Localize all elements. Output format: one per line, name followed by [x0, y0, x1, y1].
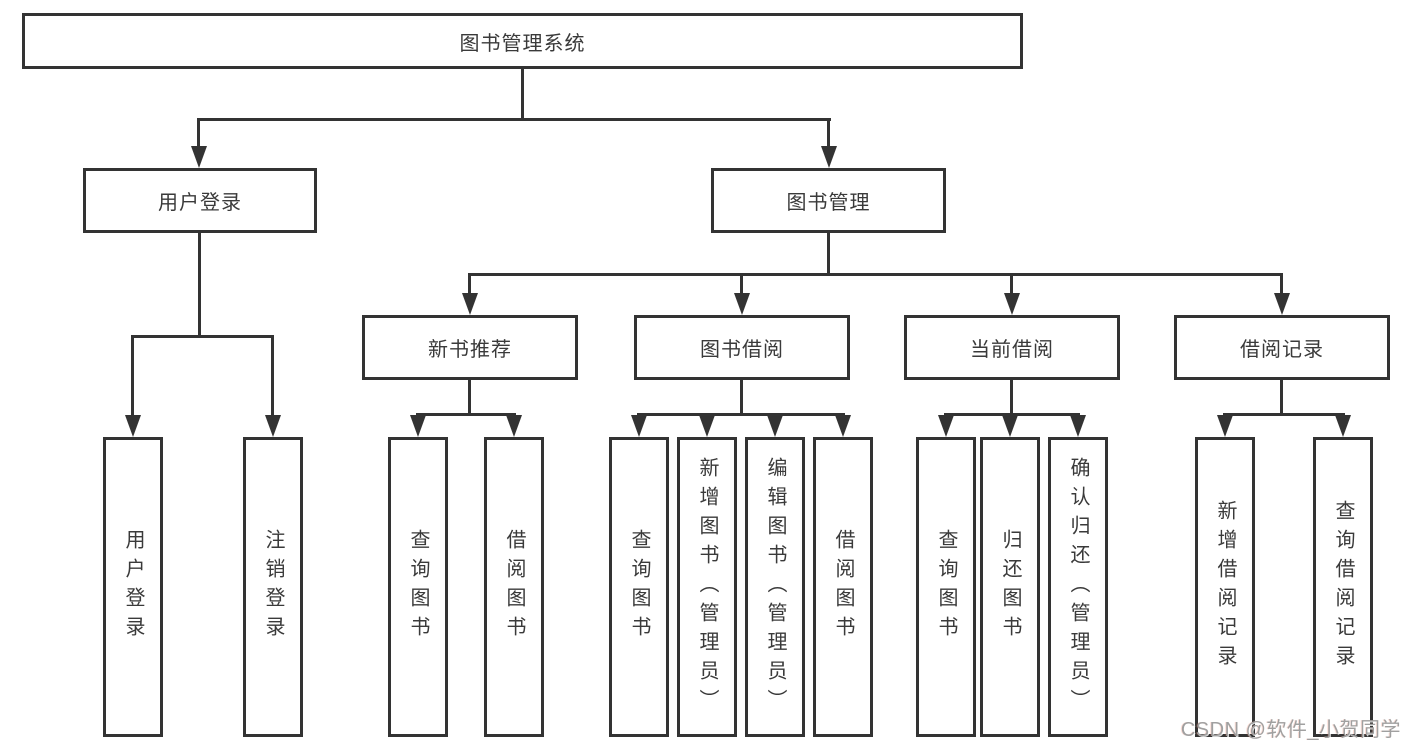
leaf-label: 确认归还（管理员）	[1067, 456, 1089, 718]
node-label: 新书推荐	[428, 339, 512, 361]
arrow-to-current-borrowing	[1004, 293, 1020, 315]
connector-stem	[1010, 380, 1013, 413]
arrow-to-leaf	[410, 415, 426, 437]
connector-leaf-drop	[131, 335, 134, 417]
leaf-label: 用户登录	[122, 529, 144, 645]
arrow-to-leaf	[1217, 415, 1233, 437]
leaf-borrow-books: 借阅图书	[813, 437, 873, 737]
arrow-to-new-book-recommend	[462, 293, 478, 315]
leaf-add-book-admin: 新增图书（管理员）	[677, 437, 737, 737]
connector-root-stem	[521, 69, 524, 118]
leaf-label: 借阅图书	[503, 529, 525, 645]
arrow-to-leaf	[1002, 415, 1018, 437]
leaf-label: 新增借阅记录	[1214, 500, 1236, 674]
node-label: 图书管理系统	[459, 32, 586, 55]
arrow-to-borrowing-records	[1274, 293, 1290, 315]
arrow-to-leaf	[835, 415, 851, 437]
node-label: 图书借阅	[700, 339, 784, 361]
connector-stem	[1280, 380, 1283, 413]
leaf-label: 编辑图书（管理员）	[764, 456, 786, 718]
node-book-borrowing: 图书借阅	[634, 315, 850, 380]
node-user-login: 用户登录	[83, 168, 317, 233]
connector-book-management-stem	[827, 233, 830, 273]
leaf-query-borrow-record: 查询借阅记录	[1313, 437, 1373, 737]
node-new-book-recommend: 新书推荐	[362, 315, 578, 380]
connector-user-login-stem	[198, 233, 201, 336]
leaf-label: 查询图书	[628, 529, 650, 645]
node-label: 用户登录	[158, 192, 242, 214]
leaf-label: 借阅图书	[832, 529, 854, 645]
connector-rail	[416, 413, 516, 416]
leaf-query-books-recommend: 查询图书	[388, 437, 448, 737]
arrow-to-leaf-user-login	[125, 415, 141, 437]
connector-book-management-drop	[827, 118, 830, 150]
leaf-borrow-books-recommend: 借阅图书	[484, 437, 544, 737]
node-book-management: 图书管理	[711, 168, 946, 233]
connector-level3-drop	[1280, 273, 1283, 299]
arrow-to-leaf	[767, 415, 783, 437]
leaf-label: 查询图书	[407, 529, 429, 645]
connector-user-login-drop	[197, 118, 200, 150]
connector-level3-rail	[468, 273, 1283, 276]
node-library-management-system: 图书管理系统	[22, 13, 1023, 69]
arrow-to-leaf-logout	[265, 415, 281, 437]
leaf-logout: 注销登录	[243, 437, 303, 737]
leaf-edit-book-admin: 编辑图书（管理员）	[745, 437, 805, 737]
leaf-query-books-current: 查询图书	[916, 437, 976, 737]
leaf-query-books-borrowing: 查询图书	[609, 437, 669, 737]
arrow-to-leaf	[699, 415, 715, 437]
node-label: 当前借阅	[970, 339, 1054, 361]
node-label: 图书管理	[786, 192, 871, 214]
arrow-to-book-management	[821, 146, 837, 168]
arrow-to-leaf	[1335, 415, 1351, 437]
leaf-label: 查询图书	[935, 529, 957, 645]
arrow-to-book-borrowing	[734, 293, 750, 315]
leaf-user-login: 用户登录	[103, 437, 163, 737]
arrow-to-user-login	[191, 146, 207, 168]
csdn-watermark: CSDN @软件_小贺同学	[1180, 719, 1401, 741]
leaf-add-borrow-record: 新增借阅记录	[1195, 437, 1255, 737]
leaf-label: 新增图书（管理员）	[696, 456, 718, 718]
leaf-return-book: 归还图书	[980, 437, 1040, 737]
node-current-borrowing: 当前借阅	[904, 315, 1120, 380]
connector-stem	[468, 380, 471, 413]
arrow-to-leaf	[506, 415, 522, 437]
leaf-label: 归还图书	[999, 529, 1021, 645]
connector-leaf-drop	[271, 335, 274, 417]
leaf-label: 注销登录	[262, 529, 284, 645]
connector-level3-drop	[740, 273, 743, 299]
connector-stem	[740, 380, 743, 413]
connector-level3-drop	[1010, 273, 1013, 299]
leaf-confirm-return-admin: 确认归还（管理员）	[1048, 437, 1108, 737]
node-borrowing-records: 借阅记录	[1174, 315, 1390, 380]
leaf-label: 查询借阅记录	[1332, 500, 1354, 674]
connector-rail	[944, 413, 1080, 416]
arrow-to-leaf	[1070, 415, 1086, 437]
connector-level3-drop	[468, 273, 471, 299]
connector-rail	[637, 413, 845, 416]
node-label: 借阅记录	[1240, 339, 1324, 361]
arrow-to-leaf	[938, 415, 954, 437]
connector-user-login-rail	[131, 335, 274, 338]
connector-rail	[1223, 413, 1345, 416]
connector-level2-rail	[197, 118, 831, 121]
arrow-to-leaf	[631, 415, 647, 437]
